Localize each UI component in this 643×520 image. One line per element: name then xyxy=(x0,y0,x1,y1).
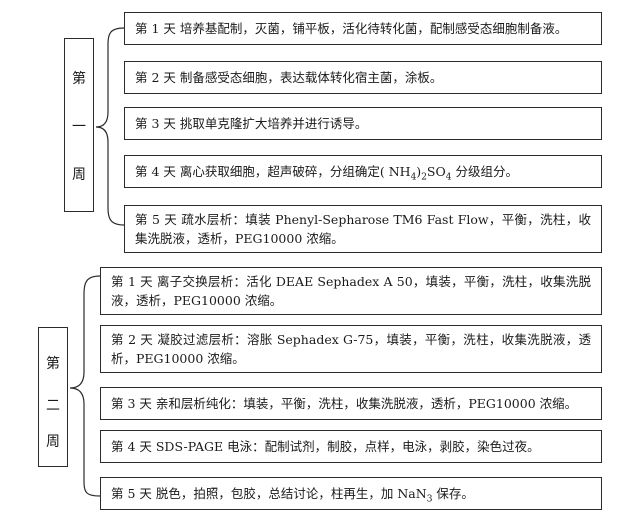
week-1-day-5: 第 5 天 疏水层析：填装 Phenyl-Sepharose TM6 Fast … xyxy=(124,205,602,253)
task-text: 第 5 天 脱色，拍照，包胶，总结讨论，柱再生，加 NaN3 保存。 xyxy=(111,486,474,505)
task-text: 第 2 天 凝胶过滤层析：溶胀 Sephadex G-75，填装，平衡，洗柱，收… xyxy=(111,332,591,366)
task-text: 第 1 天 培养基配制，灭菌，铺平板，活化待转化菌，配制感受态细胞制备液。 xyxy=(135,21,568,36)
week-2-day-2: 第 2 天 凝胶过滤层析：溶胀 Sephadex G-75，填装，平衡，洗柱，收… xyxy=(100,325,602,373)
week-2-day-3: 第 3 天 亲和层析纯化：填装，平衡，洗柱，收集洗脱液，透析，PEG10000 … xyxy=(100,387,602,420)
task-text: 第 1 天 离子交换层析：活化 DEAE Sephadex A 50，填装，平衡… xyxy=(111,274,591,308)
task-text: 第 4 天 离心获取细胞，超声破碎，分组确定( NH4)2SO4 分级组分。 xyxy=(135,164,518,183)
week-1-day-4: 第 4 天 离心获取细胞，超声破碎，分组确定( NH4)2SO4 分级组分。 xyxy=(124,155,602,188)
week-1-day-2: 第 2 天 制备感受态细胞，表达载体转化宿主菌，涂板。 xyxy=(124,61,602,94)
week-2-label: 第 二 周 xyxy=(38,327,68,467)
week-2-day-4: 第 4 天 SDS-PAGE 电泳：配制试剂，制胶，点样，电泳，剥胶，染色过夜。 xyxy=(100,430,602,463)
week-2-char-1: 第 xyxy=(46,356,60,372)
week-1-label: 第 一 周 xyxy=(64,38,94,212)
task-text: 第 5 天 疏水层析：填装 Phenyl-Sepharose TM6 Fast … xyxy=(135,212,591,246)
week-1-char-2: 一 xyxy=(72,119,86,135)
week-2-char-2: 二 xyxy=(46,398,60,414)
week-1-day-3: 第 3 天 挑取单克隆扩大培养并进行诱导。 xyxy=(124,107,602,140)
week-2-day-5: 第 5 天 脱色，拍照，包胶，总结讨论，柱再生，加 NaN3 保存。 xyxy=(100,477,602,510)
task-text: 第 2 天 制备感受态细胞，表达载体转化宿主菌，涂板。 xyxy=(135,70,443,85)
week1-brace xyxy=(95,27,125,226)
week-2-char-3: 周 xyxy=(46,434,60,450)
week-1-day-1: 第 1 天 培养基配制，灭菌，铺平板，活化待转化菌，配制感受态细胞制备液。 xyxy=(124,12,602,45)
task-text: 第 3 天 亲和层析纯化：填装，平衡，洗柱，收集洗脱液，透析，PEG10000 … xyxy=(111,396,578,411)
week2-brace xyxy=(69,275,101,497)
week-1-char-1: 第 xyxy=(72,71,86,87)
task-text: 第 4 天 SDS-PAGE 电泳：配制试剂，制胶，点样，电泳，剥胶，染色过夜。 xyxy=(111,439,540,454)
week-2-day-1: 第 1 天 离子交换层析：活化 DEAE Sephadex A 50，填装，平衡… xyxy=(100,267,602,315)
week-1-char-3: 周 xyxy=(72,167,86,183)
task-text: 第 3 天 挑取单克隆扩大培养并进行诱导。 xyxy=(135,116,368,131)
